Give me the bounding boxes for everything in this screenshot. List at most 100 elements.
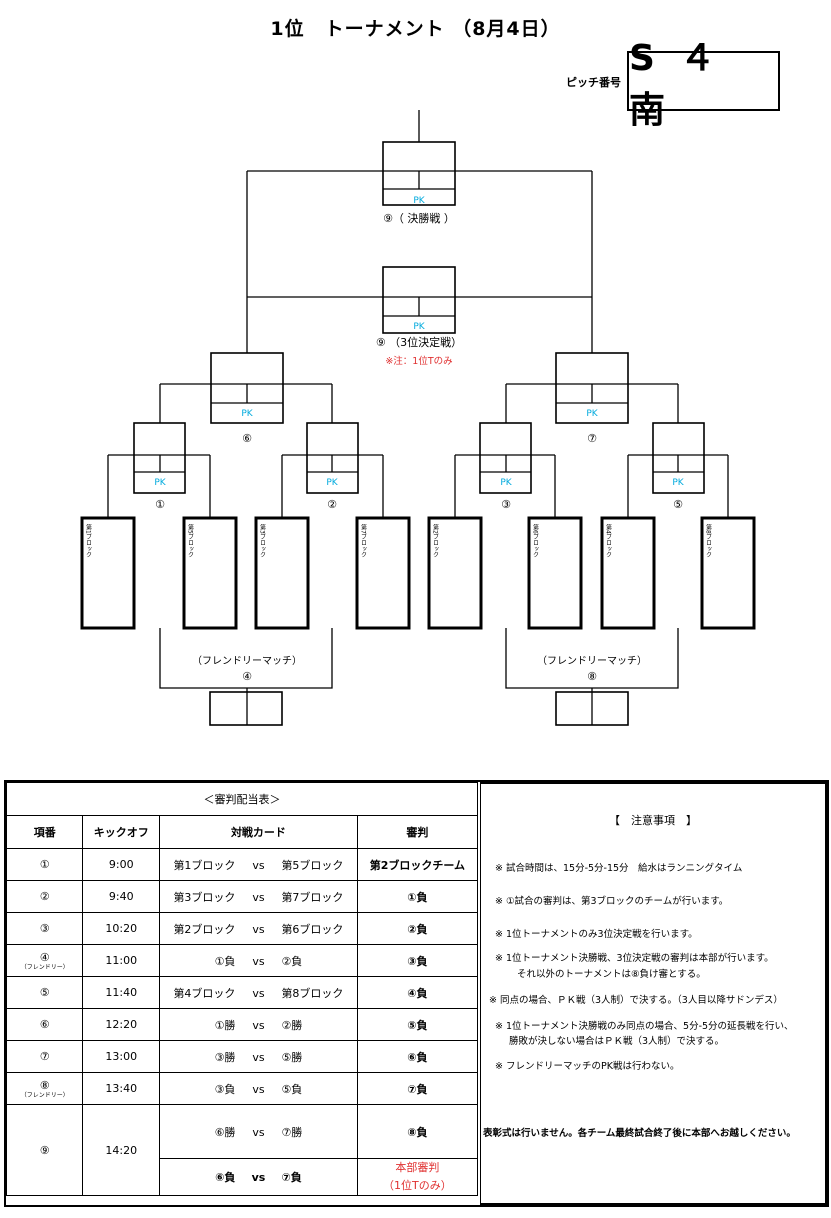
vs-label: vs bbox=[252, 1125, 265, 1139]
row-referee: ④負 bbox=[356, 976, 479, 1009]
team-b: 第6ブロック bbox=[281, 922, 344, 936]
vs-label: vs bbox=[252, 1050, 265, 1064]
row-referee: ⑦負 bbox=[356, 1072, 479, 1105]
row-no: ⑥ bbox=[5, 1008, 84, 1041]
third-place-label: ⑨ （3位決定戦） bbox=[376, 335, 462, 349]
row-referee: ②負 bbox=[356, 912, 479, 945]
vs-label: vs bbox=[252, 954, 265, 968]
final-label: ⑨（ 決勝戦 ） bbox=[383, 211, 455, 225]
row-no: ④（フレンドリー） bbox=[5, 944, 84, 977]
row-time: 13:00 bbox=[82, 1040, 161, 1073]
pk-label-match5: PK bbox=[672, 478, 684, 488]
row-time: 11:00 bbox=[82, 944, 161, 977]
row-no-value: ③ bbox=[39, 922, 50, 935]
header-referee: 審判 bbox=[356, 815, 479, 849]
row-time: 13:40 bbox=[82, 1072, 161, 1105]
team-b: ⑦勝 bbox=[281, 1125, 303, 1139]
match-label-6: ⑥ bbox=[242, 432, 252, 445]
vs-label: vs bbox=[252, 1082, 265, 1096]
match-label-2: ② bbox=[327, 498, 337, 511]
team-b: ②負 bbox=[281, 954, 303, 968]
row-referee-hq: 本部審判 （1位Tのみ） bbox=[356, 1158, 479, 1196]
note-item: ※ ①試合の審判は、第3ブロックのチームが行います。 bbox=[495, 896, 729, 907]
note-item: ※ 1位トーナメントのみ3位決定戦を行います。 bbox=[495, 929, 698, 940]
team-a: ③負 bbox=[214, 1082, 236, 1096]
vs-label: vs bbox=[252, 858, 265, 872]
row-time: 9:40 bbox=[82, 880, 161, 913]
row-no: ③ bbox=[5, 912, 84, 945]
row-referee: ⑤負 bbox=[356, 1008, 479, 1041]
team-a: 第4ブロック bbox=[173, 986, 236, 1000]
block-label-4: 第4ブロック bbox=[605, 523, 612, 558]
hq-referee-note: （1位Tのみ） bbox=[383, 1179, 452, 1192]
row-no-value: ② bbox=[39, 890, 50, 903]
team-b: 第8ブロック bbox=[281, 986, 344, 1000]
vs-label: vs bbox=[252, 922, 265, 936]
friendly-left-label: （フレンドリーマッチ） bbox=[192, 655, 302, 667]
block-label-8: 第8ブロック bbox=[705, 523, 712, 558]
row-time: 11:40 bbox=[82, 976, 161, 1009]
note-item: ※ 1位トーナメント決勝戦、3位決定戦の審判は本部が行います。 bbox=[495, 953, 774, 964]
row-no-value: ⑧ bbox=[39, 1078, 50, 1092]
third-place-note: ※注：1位Tのみ bbox=[385, 355, 452, 367]
row-time: 14:20 bbox=[82, 1104, 161, 1196]
row-referee: 第2ブロックチーム bbox=[356, 848, 479, 881]
block-label-1: 第1ブロック bbox=[85, 523, 92, 558]
row-no: ⑦ bbox=[5, 1040, 84, 1073]
team-a: 第3ブロック bbox=[173, 890, 236, 904]
row-no: ⑧（フレンドリー） bbox=[5, 1072, 84, 1105]
team-a: 第1ブロック bbox=[173, 858, 236, 872]
team-a: ③勝 bbox=[214, 1050, 236, 1064]
row-no: ⑨ bbox=[5, 1104, 84, 1196]
block-label-5: 第5ブロック bbox=[187, 523, 194, 558]
referee-table-caption: ＜審判配当表＞ bbox=[6, 782, 478, 816]
row-no: ⑤ bbox=[5, 976, 84, 1009]
pk-label-match6: PK bbox=[241, 409, 253, 419]
row-no-value: ① bbox=[39, 858, 50, 871]
tournament-bracket: PK PK PK PK PK PK PK PK ⑨（ 決勝戦 ） ⑨ （3位決定… bbox=[80, 110, 756, 726]
row-referee: ⑧負 bbox=[356, 1104, 479, 1159]
row-no: ② bbox=[5, 880, 84, 913]
note-item: それ以外のトーナメントは⑧負け審とする。 bbox=[517, 969, 706, 980]
vs-label: vs bbox=[252, 890, 265, 904]
page-title: 1位 トーナメント （8月4日） bbox=[270, 18, 561, 40]
pitch-number-label: ピッチ番号 bbox=[566, 76, 621, 89]
team-a: ⑥勝 bbox=[214, 1125, 236, 1139]
row-time: 10:20 bbox=[82, 912, 161, 945]
note-item: ※ 試合時間は、15分-5分-15分 給水はランニングタイム bbox=[495, 863, 743, 874]
row-card: ⑥勝 vs ⑦勝 bbox=[159, 1104, 358, 1159]
match-label-5: ⑤ bbox=[673, 498, 683, 511]
table-row: ② 9:40 第3ブロック vs 第7ブロック ①負 bbox=[5, 880, 479, 913]
row-referee: ①負 bbox=[356, 880, 479, 913]
vs-label: vs bbox=[252, 1018, 265, 1032]
pk-label-match3: PK bbox=[500, 478, 512, 488]
block-label-7: 第7ブロック bbox=[360, 523, 367, 558]
block-label-3: 第3ブロック bbox=[259, 523, 266, 558]
notes-panel: 【 注意事項 】 ※ 試合時間は、15分-5分-15分 給水はランニングタイム … bbox=[480, 782, 827, 1205]
row-no-sub: （フレンドリー） bbox=[20, 1091, 69, 1099]
row-no-value: ⑥ bbox=[39, 1018, 50, 1031]
note-item: ※ フレンドリーマッチのPK戦は行わない。 bbox=[495, 1061, 680, 1072]
block-label-2: 第2ブロック bbox=[432, 523, 439, 558]
row-no-value: ⑤ bbox=[39, 986, 50, 999]
friendly-right-label: （フレンドリーマッチ） bbox=[537, 655, 647, 667]
team-b: 第7ブロック bbox=[281, 890, 344, 904]
team-a: ①勝 bbox=[214, 1018, 236, 1032]
row-card: 第3ブロック vs 第7ブロック bbox=[159, 880, 358, 913]
team-b: ⑦負 bbox=[281, 1171, 302, 1184]
pk-label-match7: PK bbox=[586, 409, 598, 419]
hq-referee: 本部審判 bbox=[395, 1161, 440, 1174]
